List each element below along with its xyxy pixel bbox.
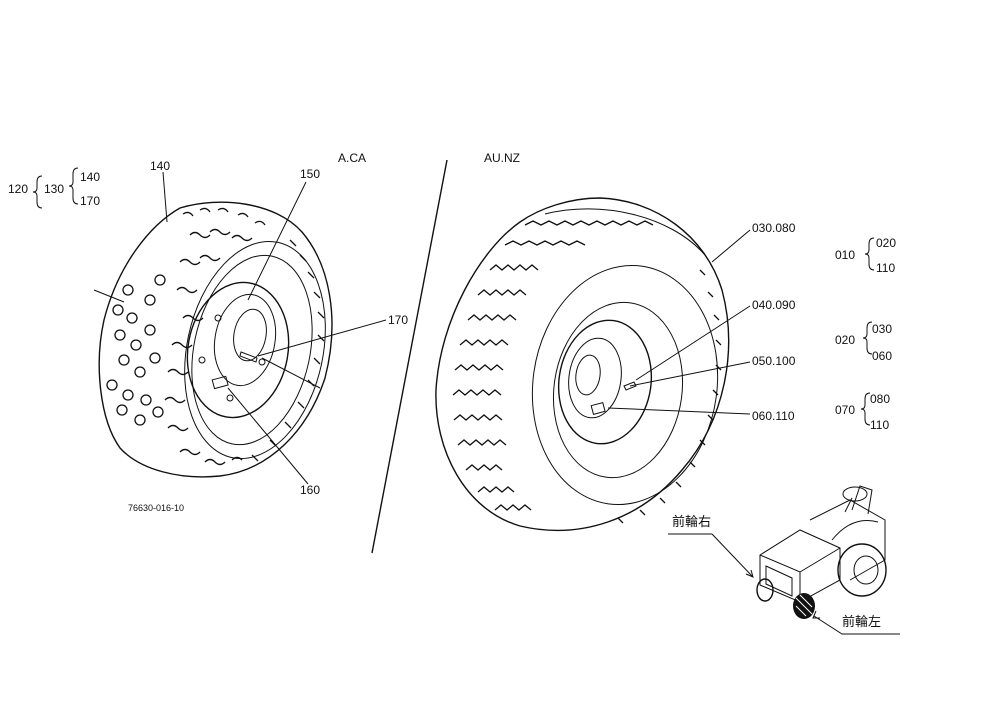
leader-front-left	[813, 615, 900, 635]
bracket-130	[68, 167, 79, 205]
right-wheel-hub-ring	[568, 337, 622, 419]
arrow-front-right	[745, 569, 754, 578]
tractor-front-left-wheel-tread	[795, 594, 813, 617]
leader-right-edge	[261, 357, 321, 389]
left-sidewall-ring-inner	[191, 254, 313, 446]
leader-150	[247, 181, 307, 301]
right-tire-outline	[435, 197, 730, 532]
variant-label-left: A.CA	[338, 151, 366, 165]
callout-140: 140	[150, 159, 170, 173]
callout-160: 160	[300, 483, 320, 497]
callout-030-080: 030.080	[752, 221, 796, 235]
bracket-020	[862, 321, 873, 355]
drawing-number: 76630-016-10	[128, 503, 184, 513]
right-valve-stem	[623, 381, 637, 391]
tractor-seat	[851, 485, 873, 515]
tractor-fender	[831, 520, 879, 541]
right-sidewall-outer	[531, 264, 719, 506]
left-sidewall-ring	[184, 240, 326, 460]
legend-020-a: 030	[872, 322, 892, 336]
right-sidewall-inner	[552, 301, 684, 479]
legend-020-b: 060	[872, 349, 892, 363]
left-bolt-hole	[226, 394, 234, 402]
left-tire-outline	[98, 201, 333, 478]
legend-010-a: 020	[876, 236, 896, 250]
callout-060-110: 060.110	[752, 409, 795, 423]
right-wheel-hub	[575, 354, 601, 396]
tractor-steering-wheel	[842, 486, 868, 502]
variant-label-right: AU.NZ	[484, 151, 520, 165]
bracket-070	[860, 392, 871, 426]
legend-070: 070	[835, 403, 855, 417]
leader-040	[635, 305, 751, 381]
left-wheel-hub	[233, 308, 267, 362]
variant-divider	[371, 159, 448, 554]
label-front-left: 前輪左	[842, 614, 881, 630]
callout-150: 150	[300, 167, 320, 181]
tractor-locator-sketch: 前輪右 前輪左	[668, 485, 900, 635]
right-tread-pattern	[452, 220, 722, 524]
bracket-120	[32, 175, 43, 209]
legend-070-a: 080	[870, 392, 890, 406]
group-120: 120	[8, 182, 28, 196]
leader-left-edge	[93, 289, 125, 303]
left-bolt-hole	[258, 358, 266, 366]
legend-group-070: 070 080 110	[835, 392, 890, 432]
legend-group-010: 010 020 110	[835, 236, 896, 275]
tractor-cab-base	[809, 499, 886, 581]
group-140: 140	[80, 170, 100, 184]
left-kit-grouping: 120 130 140 170	[8, 167, 100, 209]
bracket-010	[864, 237, 875, 271]
tractor-grille	[765, 565, 793, 597]
group-130: 130	[44, 182, 64, 196]
leader-140	[162, 171, 168, 223]
right-tire-back-shoulder	[544, 208, 706, 256]
tractor-rear-wheel	[837, 543, 887, 597]
callout-050-100: 050.100	[752, 354, 796, 368]
label-front-right: 前輪右	[672, 514, 711, 530]
right-tire-assembly	[435, 197, 730, 532]
right-wheel-rim	[557, 319, 653, 445]
tractor-front-right-wheel	[756, 578, 774, 602]
tractor-rear-wheel-hub	[853, 555, 879, 585]
left-rim-label-plate	[211, 375, 229, 390]
callout-170: 170	[388, 313, 408, 327]
left-wheel-hub-ring	[213, 293, 277, 387]
leader-160	[227, 387, 309, 485]
left-bolt-hole	[198, 356, 206, 364]
left-bolt-hole	[214, 314, 222, 322]
left-wheel-rim	[186, 281, 290, 419]
callout-040-090: 040.090	[752, 298, 796, 312]
leader-front-right	[711, 533, 753, 577]
left-valve-stem	[239, 351, 258, 363]
legend-010: 010	[835, 248, 855, 262]
leader-030	[711, 229, 751, 263]
left-tire-assembly	[98, 201, 333, 478]
leader-170	[257, 319, 387, 357]
legend-020: 020	[835, 333, 855, 347]
legend-010-b: 110	[876, 261, 895, 275]
legend-070-b: 110	[870, 418, 889, 432]
right-rim-label-plate	[590, 401, 606, 415]
group-170: 170	[80, 194, 100, 208]
leader-060	[607, 407, 751, 415]
leader-050	[629, 361, 751, 387]
legend-group-020: 020 030 060	[835, 321, 892, 363]
arrow-front-left	[812, 610, 820, 619]
